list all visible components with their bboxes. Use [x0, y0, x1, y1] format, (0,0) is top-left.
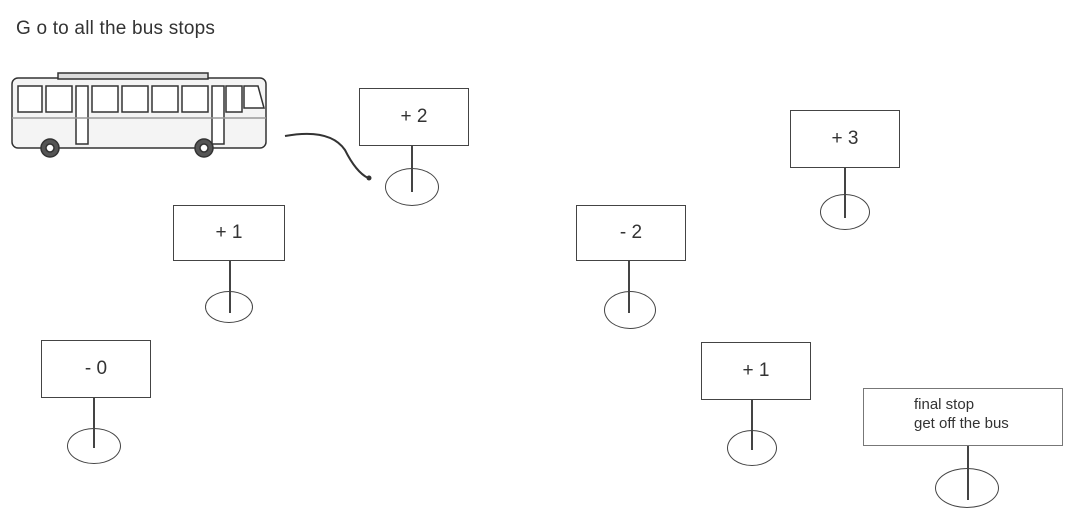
final-stop-line-2: get off the bus	[914, 415, 1009, 432]
final-stop-sign: final stop get off the bus	[863, 388, 1063, 446]
stop-label: + 2	[400, 106, 428, 127]
stop-base	[935, 468, 999, 508]
stop-label: + 1	[215, 222, 243, 243]
stop-sign: - 2	[576, 205, 686, 261]
final-stop-line-1: final stop	[914, 396, 975, 413]
stop-pole	[628, 261, 630, 313]
route-line	[284, 132, 369, 179]
stop-base	[727, 430, 777, 466]
stop-base	[604, 291, 656, 329]
stop-base	[205, 291, 253, 323]
stop-base	[820, 194, 870, 230]
stop-label: + 3	[831, 128, 859, 149]
stop-sign: + 2	[359, 88, 469, 146]
stop-pole	[229, 261, 231, 313]
bus-icon	[11, 72, 267, 158]
stop-pole	[751, 400, 753, 450]
instruction-title: G o to all the bus stops	[16, 18, 216, 39]
stop-label: + 1	[742, 360, 770, 381]
stop-sign: + 1	[173, 205, 285, 261]
stop-label: - 0	[84, 358, 108, 379]
stop-sign: + 3	[790, 110, 900, 168]
stop-label: - 2	[619, 222, 643, 243]
stop-base	[67, 428, 121, 464]
stop-pole	[93, 398, 95, 448]
stop-pole	[844, 168, 846, 218]
stop-base	[385, 168, 439, 206]
stop-sign: - 0	[41, 340, 151, 398]
stop-sign: + 1	[701, 342, 811, 400]
